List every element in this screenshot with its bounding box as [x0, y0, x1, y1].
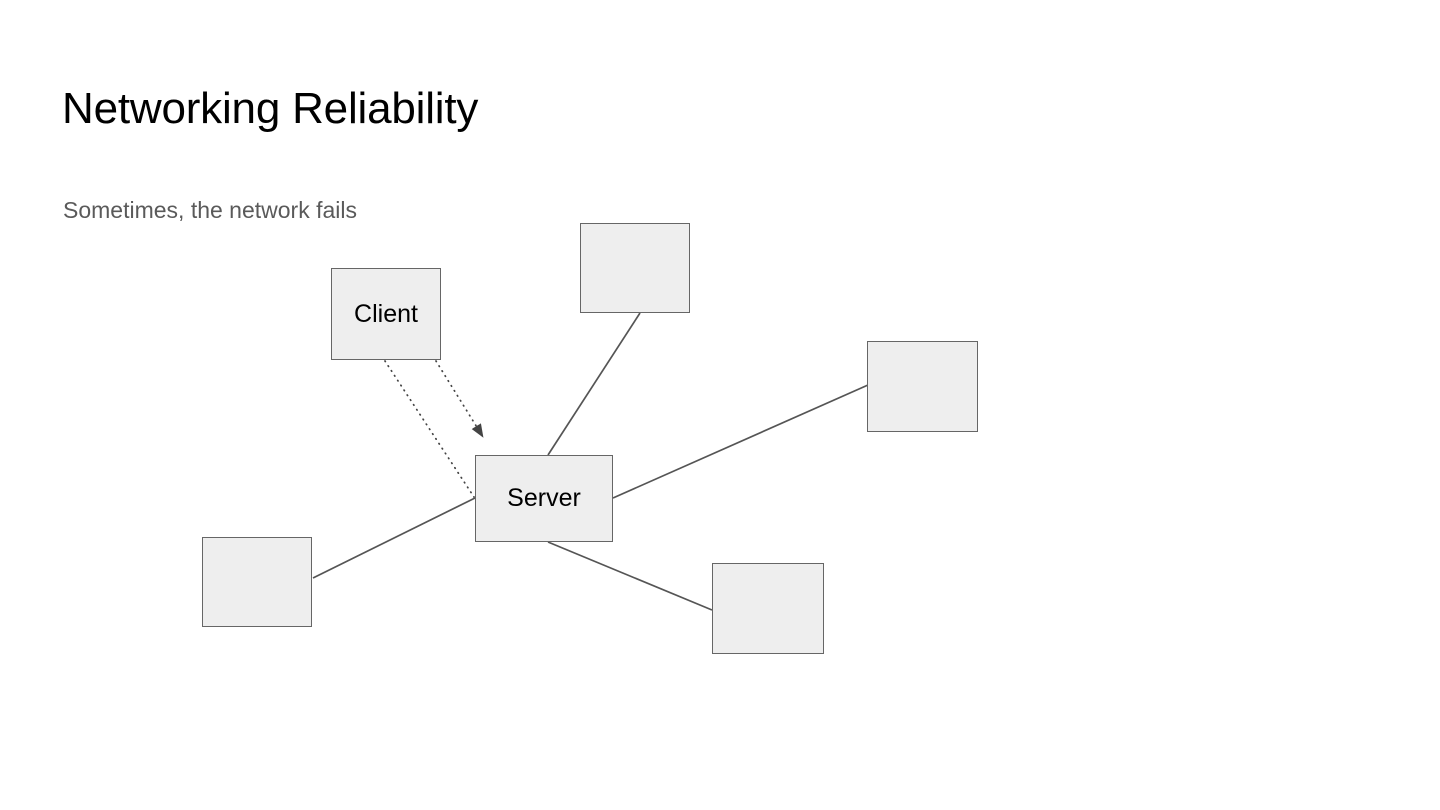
node-peer-right[interactable]: [867, 341, 978, 432]
edge-client-server-dropped: [435, 360, 484, 438]
node-client-label: Client: [354, 299, 418, 328]
edge-peer-top-server: [547, 312, 641, 456]
node-peer-bottom-left[interactable]: [202, 537, 312, 627]
edge-peer-bottom-left-server: [312, 497, 476, 579]
edge-server-peer-bottom-right: [547, 541, 713, 611]
node-peer-top[interactable]: [580, 223, 690, 313]
edge-client-server-delivered: [384, 360, 475, 498]
node-server[interactable]: Server: [475, 455, 613, 542]
page-title: Networking Reliability: [62, 84, 479, 133]
node-server-label: Server: [507, 484, 581, 512]
node-peer-bottom-right[interactable]: [712, 563, 824, 654]
edge-server-peer-right: [612, 384, 869, 499]
node-client[interactable]: Client: [331, 268, 441, 360]
slide-subtitle: Sometimes, the network fails: [63, 197, 358, 223]
